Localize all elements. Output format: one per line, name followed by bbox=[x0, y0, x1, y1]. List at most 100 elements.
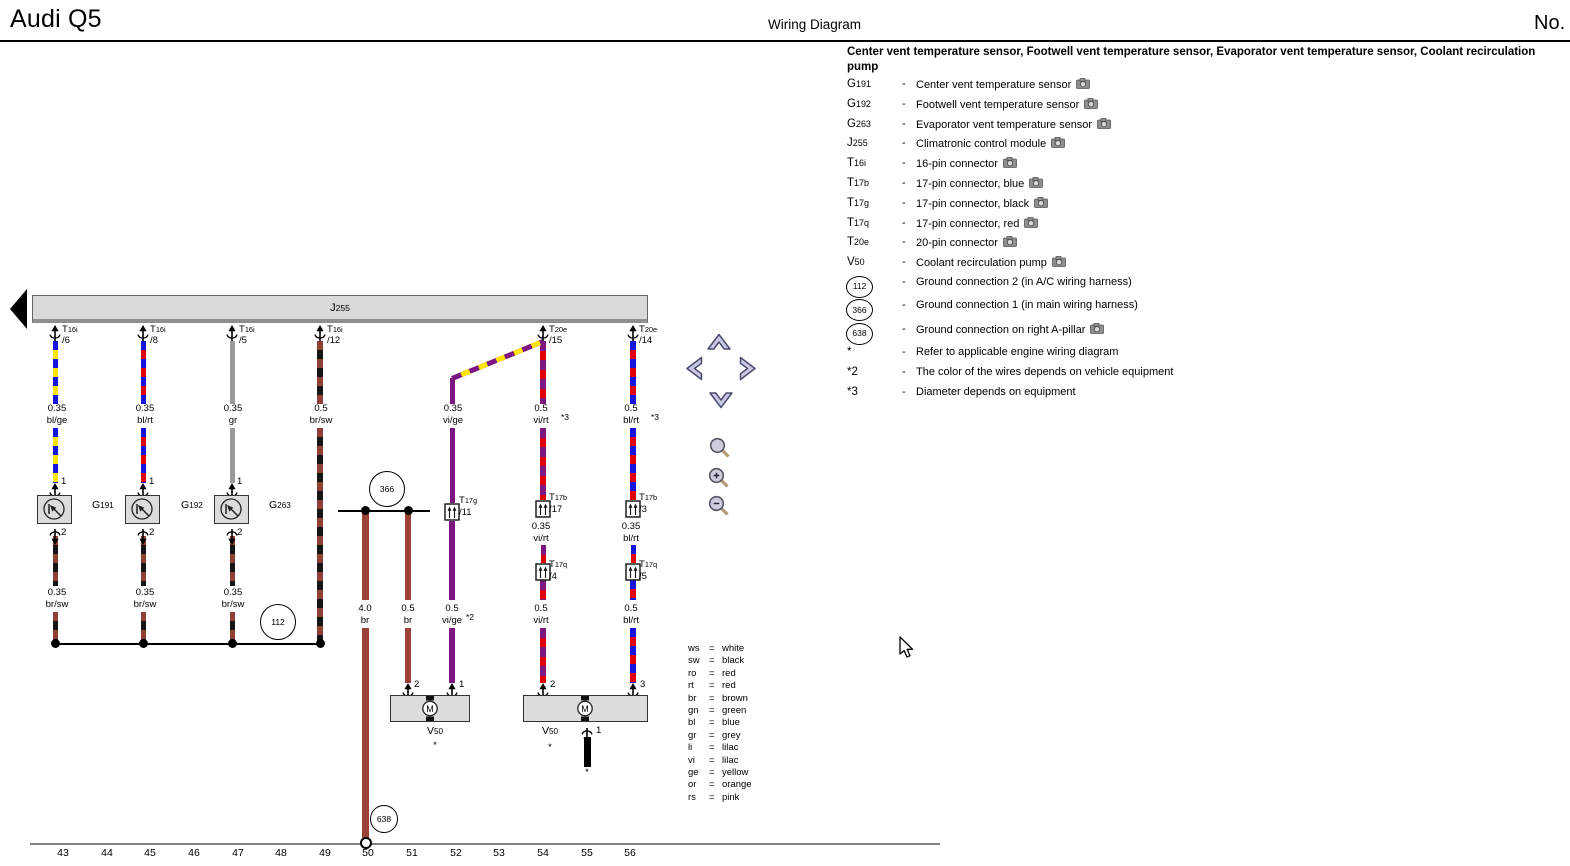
header-divider bbox=[0, 40, 1570, 42]
component-dash: - bbox=[902, 256, 906, 269]
pan-right-icon[interactable] bbox=[733, 355, 760, 383]
component-desc: 16-pin connector bbox=[916, 156, 1017, 172]
vehicle-title: Audi Q5 bbox=[10, 5, 102, 33]
zoom-plain-icon[interactable] bbox=[708, 436, 732, 465]
diagram-label: 0.35 bbox=[443, 403, 463, 414]
diagram-label: T17q bbox=[549, 559, 568, 570]
camera-icon[interactable] bbox=[1003, 236, 1017, 251]
mouse-cursor bbox=[898, 636, 918, 665]
grid-number: 50 bbox=[362, 847, 374, 859]
pan-up-icon[interactable] bbox=[705, 330, 733, 357]
motor-symbol-icon: M bbox=[573, 696, 597, 726]
page-back-icon[interactable] bbox=[10, 289, 27, 329]
wire-vi-rt bbox=[540, 428, 546, 500]
diagram-label: 0.35 bbox=[621, 521, 641, 532]
diagram-label: /15 bbox=[549, 335, 563, 346]
zoom-out-icon[interactable] bbox=[707, 494, 731, 523]
control-module-label: J255 bbox=[330, 301, 350, 314]
diagram-label: 1 bbox=[149, 476, 155, 487]
zoom-in-icon[interactable] bbox=[707, 466, 731, 495]
component-list-item: T17b-17-pin connector, blue bbox=[847, 176, 1569, 196]
ground-circle-key: 366 bbox=[846, 299, 873, 322]
component-list-item: T17q-17-pin connector, red bbox=[847, 216, 1569, 236]
pin-terminal-icon bbox=[580, 723, 594, 744]
component-list-item: T20e-20-pin connector bbox=[847, 235, 1569, 255]
diagram-label: /11 bbox=[459, 507, 472, 518]
diagram-label: vi/rt bbox=[533, 415, 549, 426]
grid-number: 47 bbox=[232, 847, 244, 859]
diagram-label: /12 bbox=[327, 335, 341, 346]
color-key-row: ro=red bbox=[688, 667, 736, 679]
wire-vi-rt bbox=[540, 628, 546, 683]
wire-br-sw bbox=[229, 536, 235, 586]
pin-terminal-icon bbox=[48, 524, 62, 545]
ground-circle-key: 112 bbox=[846, 275, 873, 298]
camera-icon[interactable] bbox=[1051, 256, 1066, 271]
component-list-item: T17g-17-pin connector, black bbox=[847, 196, 1569, 216]
temperature-sensor-box bbox=[214, 495, 249, 524]
camera-icon[interactable] bbox=[1034, 196, 1049, 212]
diagram-label: vi/rt bbox=[533, 615, 549, 626]
diagram-label: 0.5 bbox=[401, 603, 415, 614]
grid-number: 48 bbox=[275, 847, 287, 859]
junction-dot bbox=[360, 505, 370, 515]
diagram-label: V50 bbox=[426, 725, 444, 737]
camera-icon[interactable] bbox=[1029, 177, 1044, 192]
component-list-item: *3-Diameter depends on equipment bbox=[847, 385, 1569, 405]
component-desc: Ground connection 1 (in main wiring harn… bbox=[916, 299, 1138, 312]
wire-bl-rt bbox=[630, 628, 636, 683]
component-key: T17b bbox=[847, 176, 869, 189]
component-list-item: 638-Ground connection on right A-pillar bbox=[846, 322, 1569, 346]
diagram-label: 0.35 bbox=[531, 521, 551, 532]
camera-icon[interactable] bbox=[1003, 157, 1017, 172]
color-key-row: ws=white bbox=[688, 643, 745, 654]
pan-down-icon[interactable] bbox=[707, 385, 735, 412]
wire-bl-rt bbox=[140, 428, 146, 483]
diagram-label: 1 bbox=[596, 725, 602, 736]
temperature-sensor-box bbox=[125, 495, 160, 524]
diagram-label: vi/ge bbox=[442, 415, 464, 426]
component-key: G263 bbox=[847, 117, 871, 130]
component-key: J255 bbox=[847, 137, 868, 150]
component-dash: - bbox=[902, 236, 906, 249]
component-list-item: G263-Evaporator vent temperature sensor bbox=[847, 117, 1569, 137]
component-dash: - bbox=[902, 216, 906, 229]
camera-icon[interactable] bbox=[1024, 216, 1039, 232]
pin-terminal-icon bbox=[536, 325, 550, 346]
diagram-label: /5 bbox=[239, 335, 247, 346]
diagram-label: /5 bbox=[639, 571, 647, 582]
camera-icon[interactable] bbox=[1097, 117, 1111, 133]
color-key-row: li=lilac bbox=[688, 742, 739, 754]
wire-bl-rt bbox=[630, 341, 636, 404]
wire-vi-rt bbox=[540, 545, 546, 563]
wire-bl-rt bbox=[630, 580, 636, 600]
component-dash: - bbox=[902, 137, 906, 150]
camera-icon[interactable] bbox=[1090, 323, 1105, 338]
color-key-row: br=brown bbox=[688, 692, 748, 704]
color-key-row: bl=blue bbox=[688, 717, 740, 729]
junction-dot bbox=[50, 638, 60, 648]
diagram-label: * bbox=[585, 767, 589, 778]
pan-left-icon[interactable] bbox=[683, 355, 710, 383]
component-dash: - bbox=[902, 346, 906, 359]
camera-icon[interactable] bbox=[1084, 97, 1099, 113]
component-dash: - bbox=[902, 176, 906, 189]
component-list-item: V50-Coolant recirculation pump bbox=[847, 255, 1569, 275]
diagram-label: /14 bbox=[639, 335, 653, 346]
component-dash: - bbox=[902, 322, 906, 335]
open-terminal bbox=[360, 837, 372, 849]
camera-icon[interactable] bbox=[1076, 78, 1091, 93]
diagram-label: vi/rt bbox=[533, 533, 549, 544]
diagram-label: *3 bbox=[651, 412, 660, 422]
diagram-label: V50 bbox=[541, 725, 559, 737]
grid-number: 43 bbox=[57, 847, 69, 859]
wire-bl-rt bbox=[630, 545, 636, 563]
diagram-label: 0.5 bbox=[534, 603, 548, 614]
color-key-row: gn=green bbox=[688, 705, 747, 717]
diagram-label: 0.35 bbox=[223, 587, 243, 598]
page-number-label: No. bbox=[1534, 12, 1566, 34]
camera-icon[interactable] bbox=[1051, 137, 1066, 152]
diagram-label: 0.35 bbox=[223, 403, 243, 414]
grid-number: 55 bbox=[581, 847, 593, 859]
